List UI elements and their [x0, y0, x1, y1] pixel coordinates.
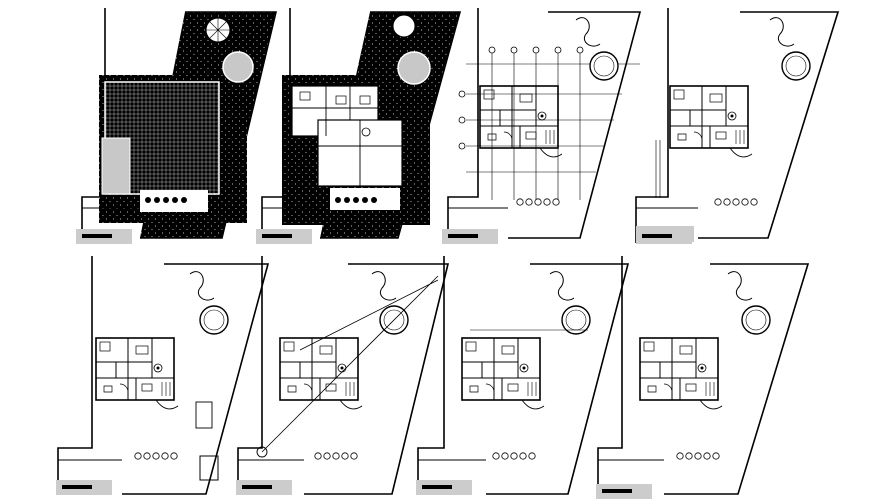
spiral-staircase-icon [205, 17, 231, 43]
scale-bar-icon [256, 229, 312, 244]
sheet-5-floor-plan [56, 256, 270, 495]
scale-bar-icon [76, 229, 132, 244]
sheet-8-floor-plan [596, 256, 810, 499]
sheet-6-section-plan [236, 256, 450, 495]
scale-bar-icon [56, 480, 112, 495]
sheet-4-floor-plan [635, 8, 840, 244]
scale-bar-icon [442, 229, 498, 244]
scale-bar-icon [636, 229, 692, 244]
sheet-2-floor-plan [256, 8, 462, 244]
sheet-1-site-plan [76, 8, 278, 244]
scale-bar-icon [596, 484, 652, 499]
scale-bar-icon [236, 480, 292, 495]
circular-pond-icon [589, 51, 619, 81]
sheet-3-grid-plan [442, 8, 642, 244]
sheet-7-floor-plan [416, 256, 630, 495]
scale-bar-icon [416, 480, 472, 495]
